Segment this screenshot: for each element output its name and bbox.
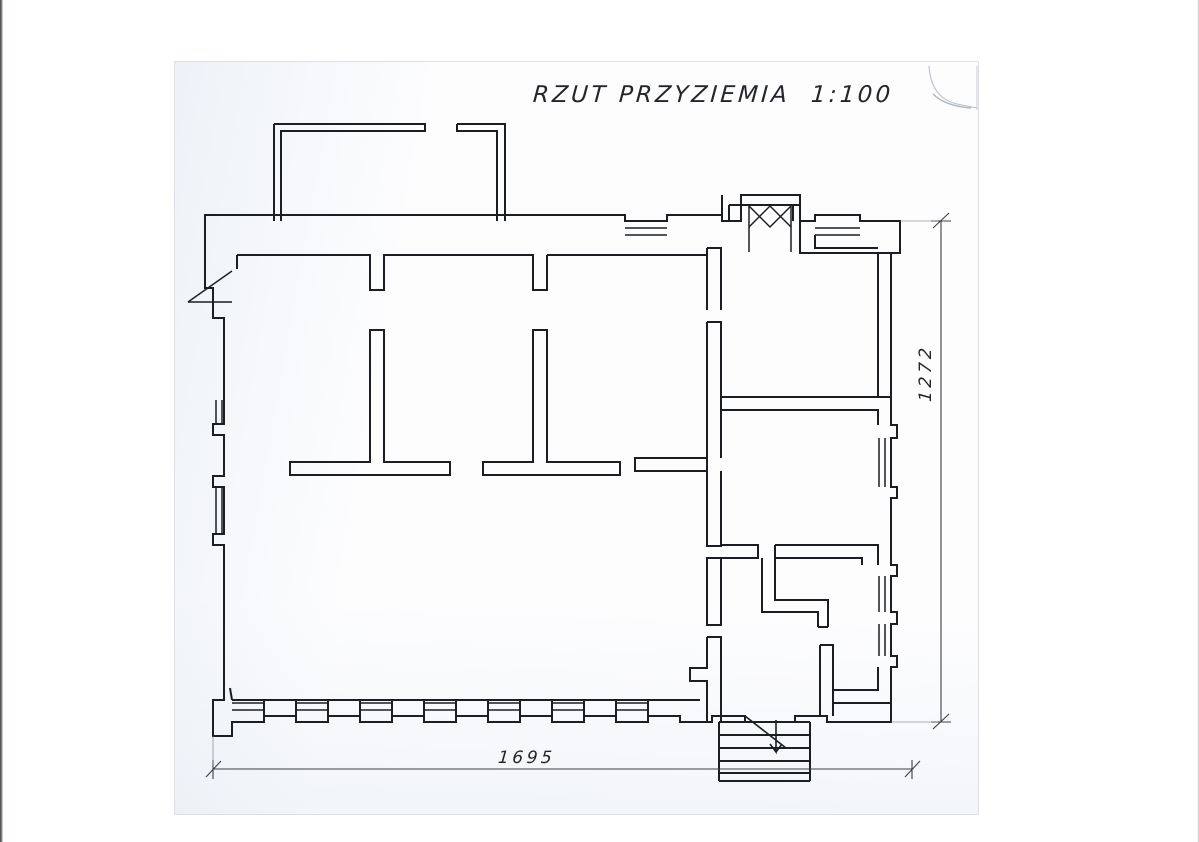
right-window-openings xyxy=(878,438,886,656)
rear-entrance-vestibule xyxy=(721,195,800,221)
dimension-lines xyxy=(205,212,951,779)
bottom-wall-inner-face xyxy=(229,687,700,701)
scan-edge-right xyxy=(1197,0,1199,842)
bottom-window-openings xyxy=(232,702,648,711)
overall-height-dimension-label: 1272 xyxy=(916,343,936,403)
dimension-extension-lines xyxy=(212,220,938,766)
interior-partitions xyxy=(236,221,891,722)
main-door-swing-icon xyxy=(744,715,787,755)
paper-sheet xyxy=(175,62,978,814)
exterior-wall-outline xyxy=(204,194,901,737)
drawing-title: RZUT PRZYZIEMIA 1:100 xyxy=(532,82,895,108)
overall-width-dimension-label: 1695 xyxy=(497,748,557,768)
top-window-openings xyxy=(625,227,860,236)
rear-wing-walls xyxy=(273,123,506,221)
main-entrance-stairs xyxy=(718,721,811,782)
entry-door-swing-left xyxy=(187,270,233,303)
left-window-openings xyxy=(215,400,223,534)
rear-door-symbol xyxy=(748,204,792,252)
bottom-window-jambs xyxy=(263,700,649,722)
scan-edge-left xyxy=(0,0,3,842)
